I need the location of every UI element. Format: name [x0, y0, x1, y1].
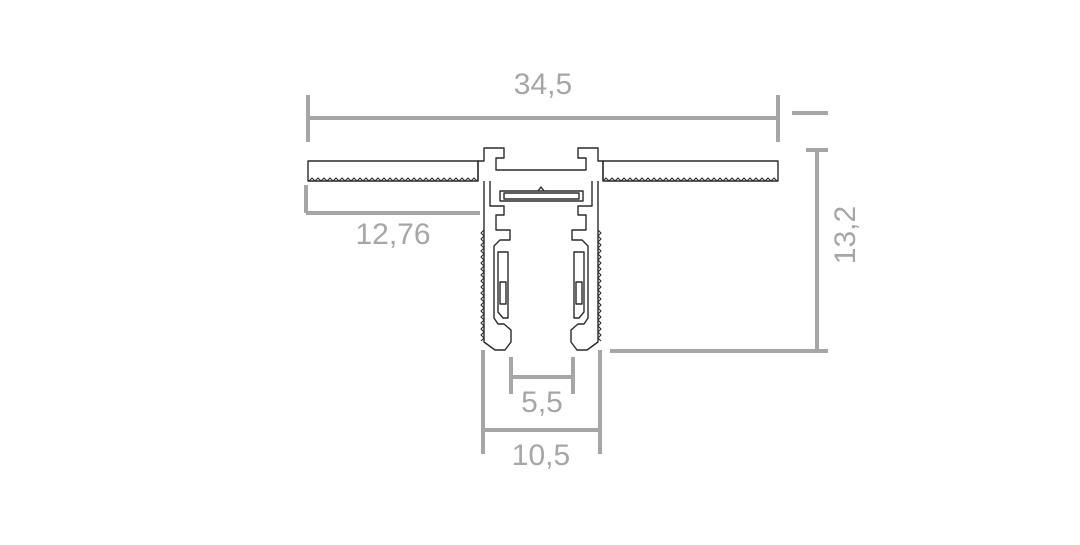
dimension-lines [304, 95, 828, 454]
left-flange-serration [308, 177, 478, 182]
left-insert-window [499, 281, 507, 305]
overall-width-label: 34,5 [514, 68, 572, 101]
right-insert-window [575, 281, 583, 305]
dimension-labels: 34,5 12,76 13,2 5,5 10,5 [355, 68, 862, 472]
right-flange-serration [602, 177, 778, 182]
right-wall-serration [597, 229, 602, 342]
right-insert [573, 251, 585, 319]
clip-slot-inner [503, 192, 580, 200]
clip-slot [499, 190, 584, 202]
inner-opening-label: 5,5 [521, 386, 563, 419]
body-width-label: 10,5 [512, 439, 570, 472]
left-top-post [477, 147, 508, 181]
flange-width-label: 12,76 [355, 218, 430, 251]
height-label: 13,2 [829, 206, 862, 264]
left-body-wall [483, 181, 512, 351]
right-body-wall [570, 181, 599, 351]
clip-notch [537, 186, 545, 192]
right-top-post [574, 147, 604, 181]
left-wall-serration [480, 229, 485, 342]
profile-drawing [307, 147, 779, 351]
left-flange [307, 160, 479, 182]
left-insert [497, 251, 509, 319]
